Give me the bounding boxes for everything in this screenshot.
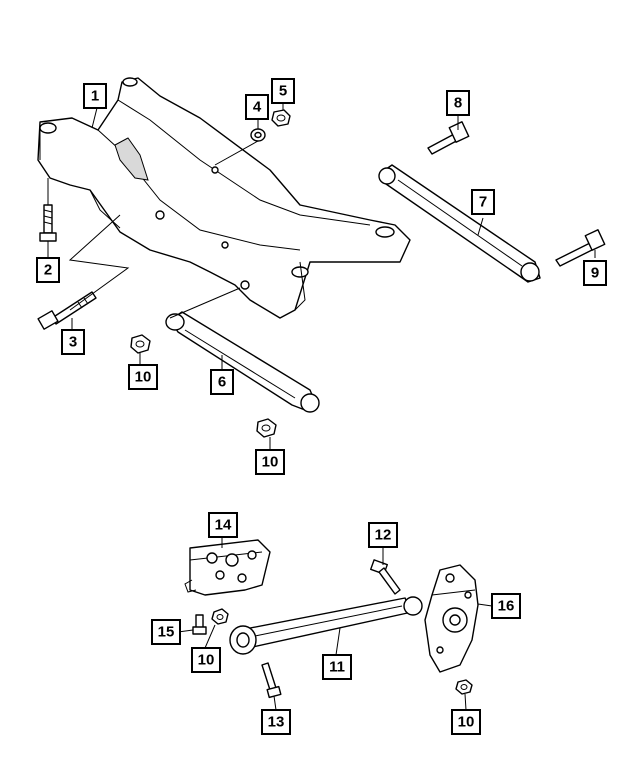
lower-leaders (177, 538, 493, 711)
arm-7 (378, 164, 541, 283)
callout-13: 13 (261, 709, 291, 735)
svg-text:13: 13 (268, 714, 285, 731)
svg-text:2: 2 (44, 262, 52, 279)
svg-text:8: 8 (454, 95, 462, 112)
callout-16: 16 (491, 593, 521, 619)
upper-leaders (47, 103, 596, 450)
nut-10-left (130, 334, 151, 354)
svg-text:7: 7 (479, 194, 487, 211)
control-arm-6 (165, 311, 320, 413)
nut-10-lower-left (211, 608, 229, 625)
washer-4 (250, 128, 266, 142)
svg-text:9: 9 (591, 265, 599, 282)
svg-text:10: 10 (262, 454, 279, 471)
callout-10b: 10 (255, 449, 285, 475)
bolt-15 (192, 614, 207, 635)
callout-12: 12 (368, 522, 398, 548)
svg-text:4: 4 (253, 99, 262, 116)
svg-text:10: 10 (458, 714, 475, 731)
bolt-8 (427, 121, 470, 155)
callout-15: 15 (151, 619, 181, 645)
callout-14: 14 (208, 512, 238, 538)
bolt-2 (39, 204, 57, 242)
callout-6: 6 (210, 369, 234, 395)
svg-text:6: 6 (218, 374, 226, 391)
callout-8: 8 (446, 90, 470, 116)
nut-10-bottom (256, 418, 277, 438)
callout-10c: 10 (191, 647, 221, 673)
svg-text:10: 10 (135, 369, 152, 386)
callout-3: 3 (61, 329, 85, 355)
callout-10d: 10 (451, 709, 481, 735)
svg-text:3: 3 (69, 334, 77, 351)
bolt-12 (370, 559, 401, 595)
nut-5 (271, 109, 291, 127)
callout-9: 9 (583, 260, 607, 286)
svg-text:11: 11 (329, 659, 345, 676)
svg-text:14: 14 (215, 517, 232, 534)
callout-10a: 10 (128, 364, 158, 390)
svg-text:12: 12 (375, 527, 392, 544)
svg-text:10: 10 (198, 652, 215, 669)
bracket-14 (184, 539, 271, 596)
callout-1: 1 (83, 83, 107, 109)
crossmember (37, 77, 411, 319)
bolt-3 (37, 291, 97, 330)
svg-text:15: 15 (158, 624, 175, 641)
bolt-9 (555, 229, 606, 267)
trailing-link-11 (229, 596, 423, 655)
svg-text:16: 16 (498, 598, 515, 615)
callout-2: 2 (36, 257, 60, 283)
bolt-13 (261, 662, 282, 699)
svg-text:1: 1 (91, 88, 99, 105)
knuckle-16 (424, 564, 479, 673)
callout-4: 4 (245, 94, 269, 120)
svg-text:5: 5 (279, 83, 287, 100)
nut-10-lower-right (455, 679, 473, 695)
callout-11: 11 (322, 654, 352, 680)
callout-7: 7 (471, 189, 495, 215)
callout-5: 5 (271, 78, 295, 104)
